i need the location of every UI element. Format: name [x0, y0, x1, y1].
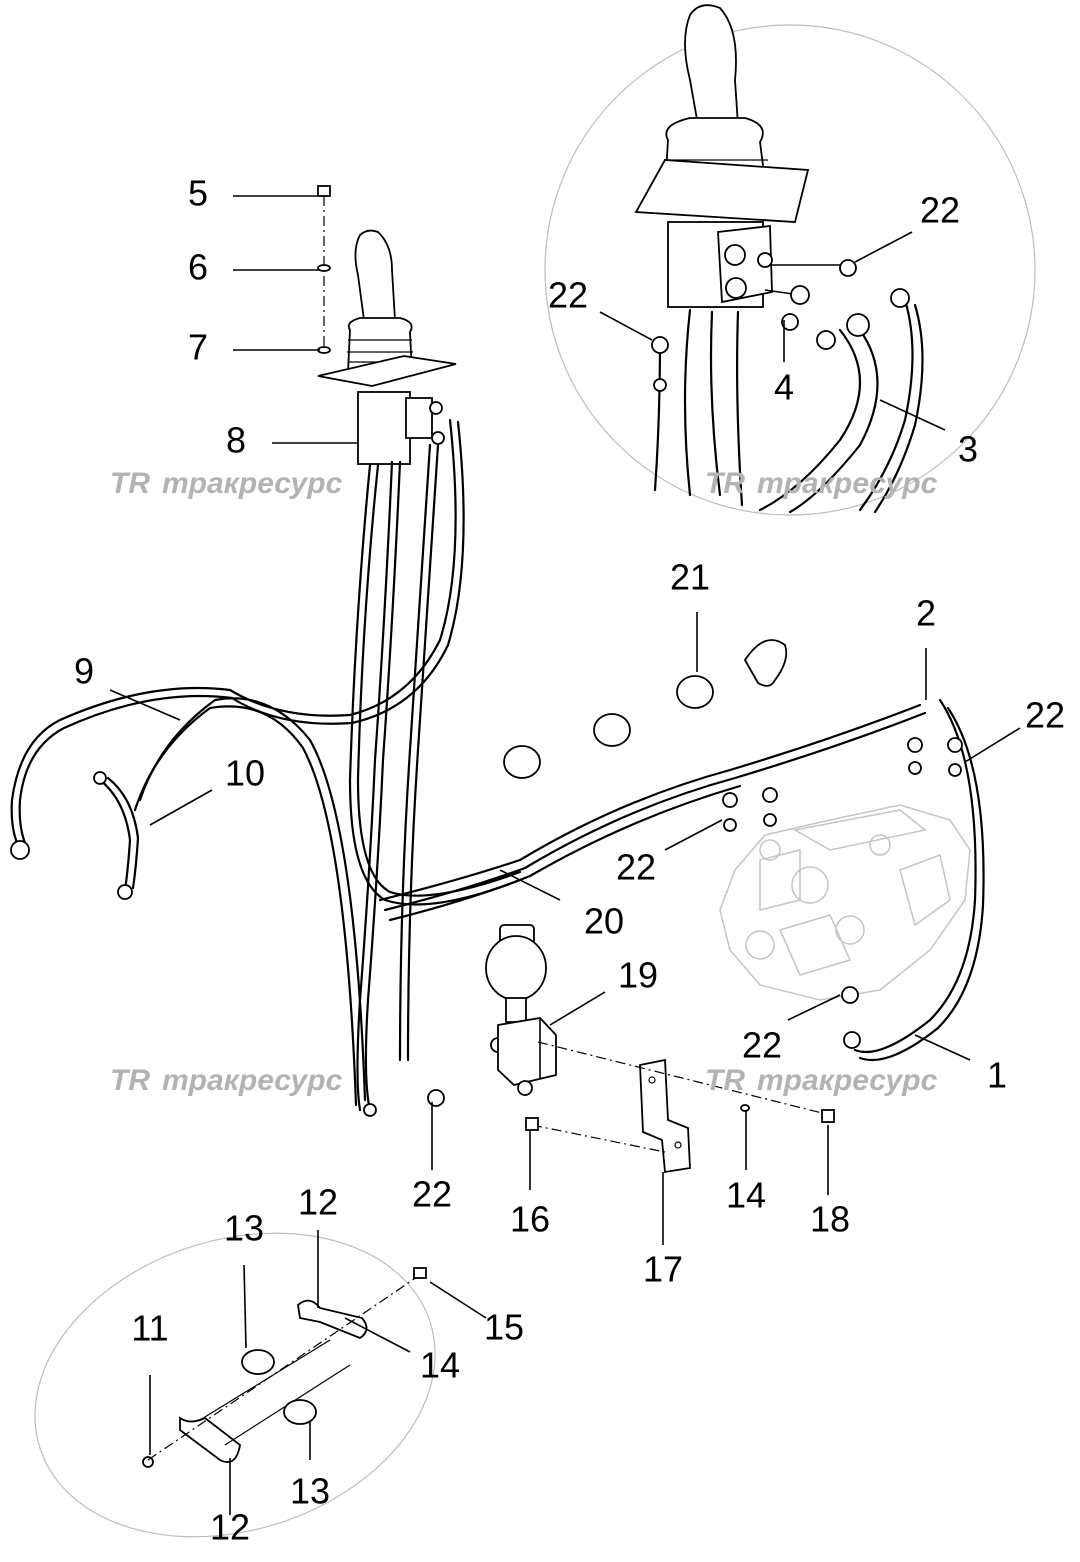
callout-12-bottom: 12: [210, 1507, 250, 1548]
detail-circle-clamp: [34, 1232, 436, 1538]
control-valve-ghost: [719, 804, 971, 1001]
callout-18: 18: [810, 1199, 850, 1240]
small-parts: [317, 185, 835, 1279]
watermark-logo: TR: [110, 1064, 150, 1097]
watermark-logo: TR: [110, 467, 150, 500]
callout-22-detail-right: 22: [920, 190, 960, 231]
callout-21: 21: [670, 557, 710, 598]
callout-5: 5: [188, 173, 208, 214]
watermark-text: тракресурс: [757, 467, 938, 500]
watermark-3: TR тракресурс: [110, 1064, 343, 1097]
callout-15: 15: [484, 1307, 524, 1348]
detail-circle-joystick: [544, 24, 1036, 516]
callout-6: 6: [188, 247, 208, 288]
hose-bundle-main: [10, 418, 985, 1112]
clamp-detail: [142, 1299, 368, 1468]
callout-7: 7: [188, 327, 208, 368]
callout-20: 20: [584, 901, 624, 942]
callout-1: 1: [987, 1055, 1007, 1096]
callout-9: 9: [74, 651, 94, 692]
detail-hoses: [651, 259, 924, 514]
joystick-assembly: [317, 229, 457, 465]
callout-11: 11: [131, 1308, 168, 1349]
callout-2: 2: [916, 593, 936, 634]
watermark-4: TR тракресурс: [705, 1064, 938, 1097]
accumulator-block: [485, 924, 557, 1096]
callout-16: 16: [510, 1199, 550, 1240]
callout-3: 3: [958, 429, 978, 470]
callout-22-valve-right: 22: [1025, 695, 1065, 736]
callout-12-top: 12: [298, 1182, 338, 1223]
watermark-text: тракресурс: [757, 1064, 938, 1097]
callout-22-valve-left: 22: [616, 847, 656, 888]
callout-14-clamp: 14: [420, 1345, 460, 1386]
callout-17: 17: [643, 1249, 683, 1290]
callout-labels: 1 2 3 4 5 6 7 8 9 10 11 12 12 13 13 14 1…: [74, 173, 1065, 1548]
assembly-axes: [147, 196, 831, 1461]
callout-22-detail-left: 22: [548, 275, 588, 316]
watermark-logo: TR: [705, 1064, 745, 1097]
watermark-1: TR тракресурс: [110, 467, 343, 500]
callout-14-bracket: 14: [726, 1175, 766, 1216]
bracket: [639, 1058, 691, 1174]
watermark-logo: TR: [705, 467, 745, 500]
callout-22-valve-bottom: 22: [742, 1025, 782, 1066]
callout-22-block: 22: [412, 1174, 452, 1215]
callout-4: 4: [774, 367, 794, 408]
callout-13-top: 13: [224, 1208, 264, 1249]
watermark-text: тракресурс: [162, 467, 343, 500]
watermark-text: тракресурс: [162, 1064, 343, 1097]
callout-10: 10: [225, 753, 265, 794]
fittings: [10, 737, 963, 1117]
callout-13-bottom: 13: [290, 1471, 330, 1512]
watermark-2: TR тракресурс: [705, 467, 938, 500]
callout-19: 19: [618, 955, 658, 996]
bushings: [503, 639, 788, 779]
joystick-detail: [634, 4, 810, 308]
leader-lines: [109, 195, 1021, 1515]
callout-8: 8: [226, 420, 246, 461]
